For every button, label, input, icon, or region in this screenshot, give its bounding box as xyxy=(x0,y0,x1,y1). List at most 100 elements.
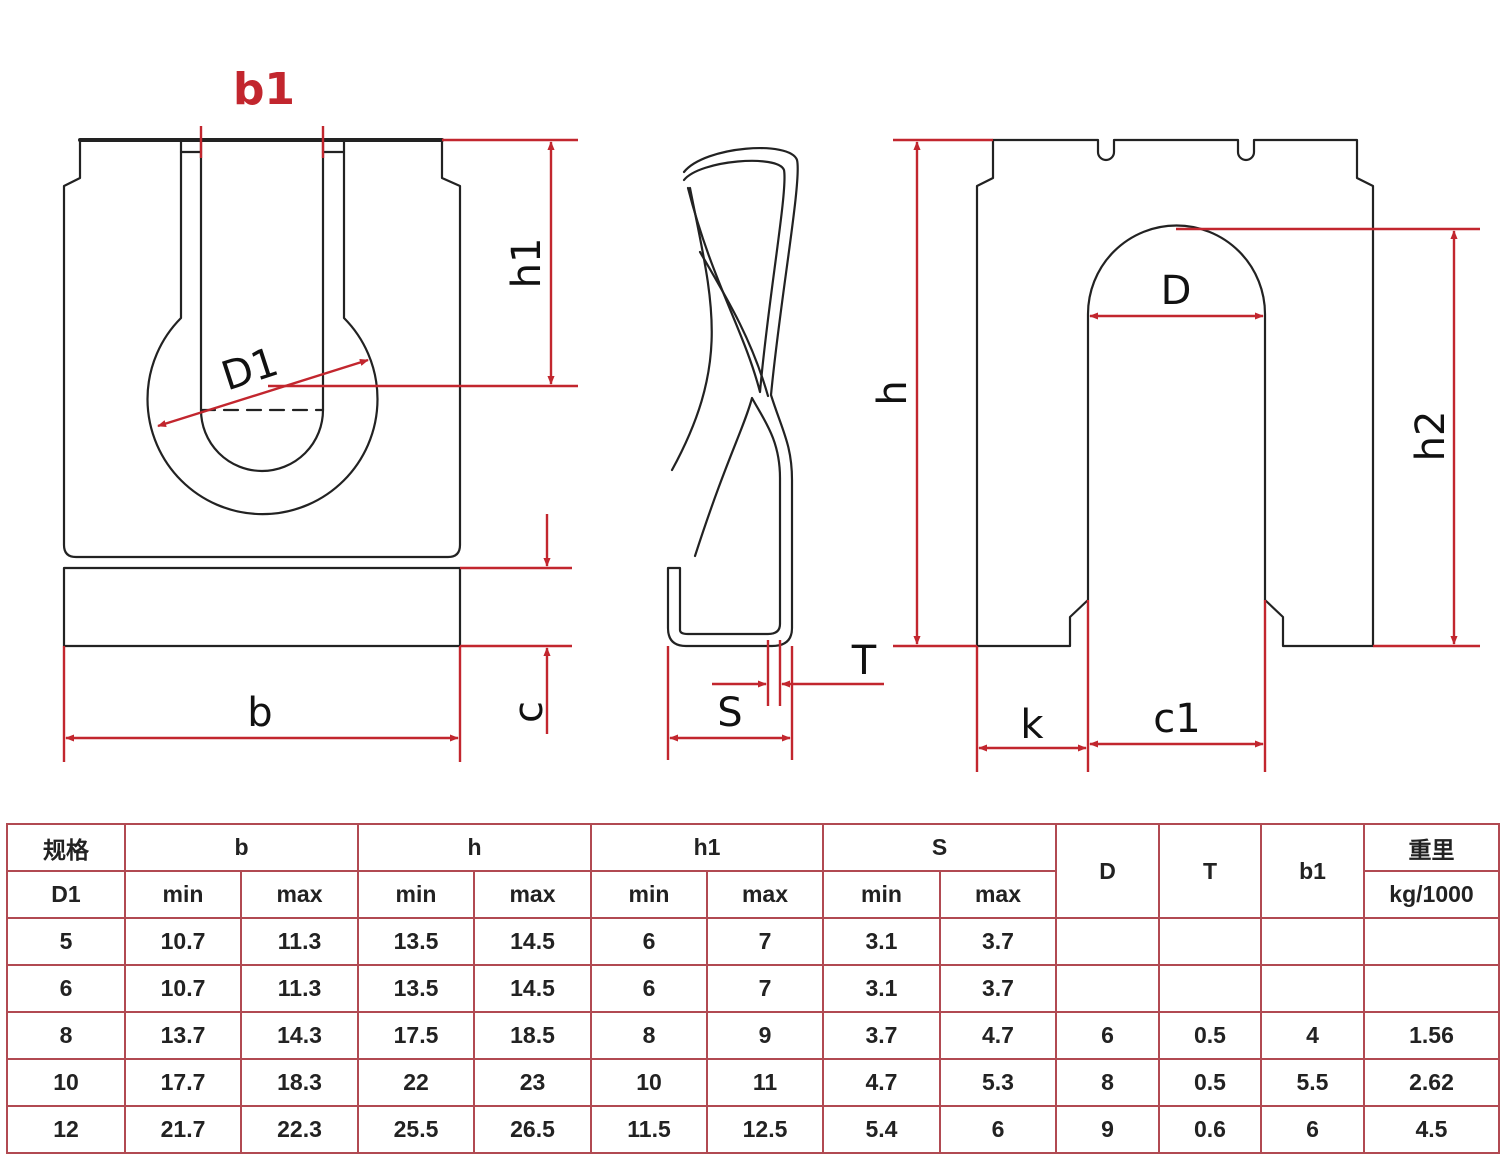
table-cell xyxy=(1260,917,1365,966)
table-cell: 0.5 xyxy=(1158,1011,1262,1060)
D1-dimension-line xyxy=(157,358,369,428)
table-cell: 1.56 xyxy=(1363,1011,1500,1060)
header-h: h xyxy=(357,823,592,872)
table-cell: 6 xyxy=(590,917,708,966)
header-T: T xyxy=(1158,823,1262,919)
plate-outline xyxy=(975,138,1375,648)
table-cell: 3.1 xyxy=(822,964,941,1013)
table-cell: 17.5 xyxy=(357,1011,475,1060)
D1-label: D1 xyxy=(216,339,284,400)
table-cell: 3.1 xyxy=(822,917,941,966)
header-S: S xyxy=(822,823,1057,872)
front-view xyxy=(62,138,462,648)
table-cell xyxy=(1363,917,1500,966)
table-cell: 13.5 xyxy=(357,917,475,966)
S-label: S xyxy=(717,690,742,736)
table-cell: 22 xyxy=(357,1058,475,1107)
table-cell: 11.3 xyxy=(240,964,359,1013)
spec-table: 规格 b h h1 S D T b1 重里 D1 min max min max… xyxy=(6,823,1500,1154)
header-weight: 重里 xyxy=(1363,823,1500,872)
table-cell xyxy=(1363,964,1500,1013)
header-h1: h1 xyxy=(590,823,824,872)
table-cell: 6 xyxy=(6,964,126,1013)
table-cell: 18.5 xyxy=(473,1011,592,1060)
table-cell: 14.3 xyxy=(240,1011,359,1060)
table-cell: 12.5 xyxy=(706,1105,824,1154)
front-view-dimensions: b1 h1 D1 b c xyxy=(62,64,578,762)
b-label: b xyxy=(247,690,272,736)
table-cell: 6 xyxy=(590,964,708,1013)
table-cell: 12 xyxy=(6,1105,126,1154)
keyhole-outer xyxy=(146,140,379,516)
table-cell: 17.7 xyxy=(124,1058,242,1107)
table-cell: 23 xyxy=(473,1058,592,1107)
side-view xyxy=(666,147,799,648)
header-D1: D1 xyxy=(6,870,126,919)
header-weight-unit: kg/1000 xyxy=(1363,870,1500,919)
table-cell: 4 xyxy=(1260,1011,1365,1060)
table-cell: 18.3 xyxy=(240,1058,359,1107)
table-cell xyxy=(1158,917,1262,966)
table-cell: 0.5 xyxy=(1158,1058,1262,1107)
table-cell xyxy=(1158,964,1262,1013)
plate-view xyxy=(975,138,1375,648)
side-view-dimensions: S T xyxy=(666,638,884,760)
table-cell: 10 xyxy=(6,1058,126,1107)
table-cell: 6 xyxy=(1260,1105,1365,1154)
table-cell: 11 xyxy=(706,1058,824,1107)
header-S-max: max xyxy=(939,870,1057,919)
table-cell: 14.5 xyxy=(473,917,592,966)
header-h1-min: min xyxy=(590,870,708,919)
front-plate-outline xyxy=(62,138,462,559)
table-cell: 9 xyxy=(1055,1105,1160,1154)
table-cell: 6 xyxy=(939,1105,1057,1154)
table-cell: 22.3 xyxy=(240,1105,359,1154)
h1-label: h1 xyxy=(504,238,550,289)
header-row-1: 规格 b h h1 S D T b1 重里 xyxy=(6,823,1500,919)
table-cell: 14.5 xyxy=(473,964,592,1013)
table-cell: 10.7 xyxy=(124,917,242,966)
table-cell: 21.7 xyxy=(124,1105,242,1154)
table-cell: 9 xyxy=(706,1011,824,1060)
table-cell: 13.5 xyxy=(357,964,475,1013)
clip-spring-cross xyxy=(698,250,770,398)
table-cell: 4.7 xyxy=(822,1058,941,1107)
table-cell: 5.3 xyxy=(939,1058,1057,1107)
table-cell: 2.62 xyxy=(1363,1058,1500,1107)
table-cell: 7 xyxy=(706,964,824,1013)
c1-label: c1 xyxy=(1153,696,1200,742)
table-cell: 25.5 xyxy=(357,1105,475,1154)
b1-title-label: b1 xyxy=(233,64,295,115)
table-cell xyxy=(1260,964,1365,1013)
header-b-min: min xyxy=(124,870,242,919)
clip-spring-outer xyxy=(666,147,799,648)
h2-label: h2 xyxy=(1408,411,1454,462)
table-cell: 11.5 xyxy=(590,1105,708,1154)
table-cell: 26.5 xyxy=(473,1105,592,1154)
header-h-min: min xyxy=(357,870,475,919)
plate-view-dimensions: h h2 D k c1 xyxy=(870,138,1480,772)
header-b: b xyxy=(124,823,359,872)
table-cell: 8 xyxy=(1055,1058,1160,1107)
header-b1: b1 xyxy=(1260,823,1365,919)
table-cell: 6 xyxy=(1055,1011,1160,1060)
header-row-2: D1 min max min max min max min max kg/10… xyxy=(6,870,1500,919)
table-cell: 3.7 xyxy=(939,964,1057,1013)
header-D: D xyxy=(1055,823,1160,919)
h-label: h xyxy=(870,380,916,405)
c-label: c xyxy=(506,701,552,723)
table-cell xyxy=(1055,964,1160,1013)
D-label: D xyxy=(1161,268,1192,314)
header-h1-max: max xyxy=(706,870,824,919)
k-label: k xyxy=(1020,702,1044,748)
table-cell: 13.7 xyxy=(124,1011,242,1060)
slot-inner xyxy=(199,140,325,473)
table-cell xyxy=(1055,917,1160,966)
table-cell: 5.5 xyxy=(1260,1058,1365,1107)
table-cell: 11.3 xyxy=(240,917,359,966)
table-cell: 8 xyxy=(6,1011,126,1060)
